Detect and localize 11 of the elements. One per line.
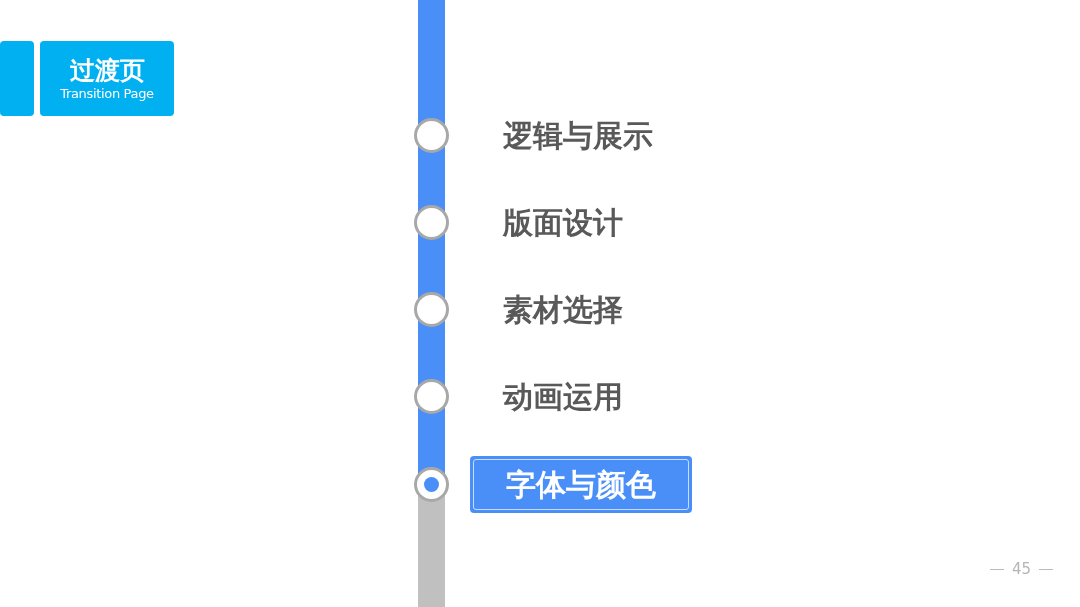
highlight-box [470, 456, 692, 513]
header-box [40, 41, 174, 116]
menu-item-text: 逻辑与展示 [503, 117, 653, 155]
menu-item-text: 素材选择 [503, 291, 623, 329]
menu-item-text: 版面设计 [503, 204, 623, 242]
highlight-text: 字体与颜色 [506, 469, 656, 500]
header-title: 过渡页 [69, 57, 145, 83]
header-subtitle: Transition Page [60, 86, 154, 100]
page-number: 45 [1012, 559, 1032, 580]
side-tab [0, 41, 34, 116]
menu-item-text: 动画运用 [503, 378, 623, 416]
